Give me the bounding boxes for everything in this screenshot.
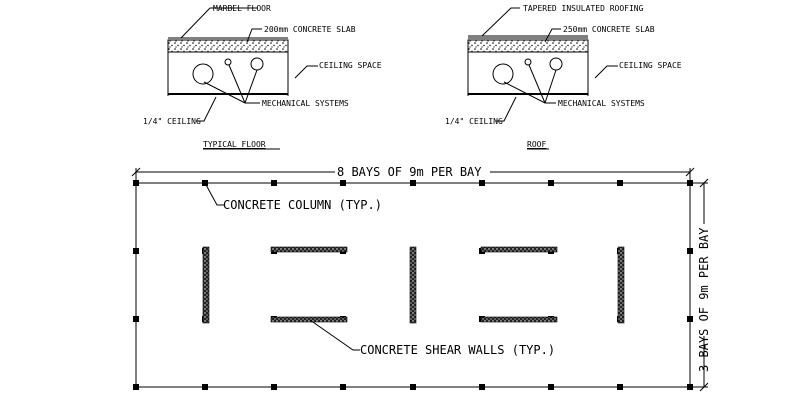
concrete-column	[340, 180, 346, 186]
concrete-shear-wall	[202, 246, 210, 324]
shear-walls-label: CONCRETE SHEAR WALLS (TYP.)	[360, 343, 555, 357]
roof-duct-small-icon	[549, 57, 563, 71]
typical-slab-label: 200mm CONCRETE SLAB	[264, 25, 356, 34]
concrete-column	[202, 384, 208, 390]
concrete-column	[548, 384, 554, 390]
concrete-shear-wall	[480, 246, 558, 253]
horizontal-bays-label: 8 BAYS OF 9m PER BAY	[337, 165, 482, 179]
typical-floor-finish-label: MARBEL FLOOR	[213, 4, 271, 13]
concrete-shear-wall	[270, 316, 348, 323]
concrete-column	[687, 384, 693, 390]
concrete-column	[133, 316, 139, 322]
roof-ceiling-space-label: CEILING SPACE	[619, 61, 682, 70]
concrete-column	[410, 384, 416, 390]
concrete-column	[133, 180, 139, 186]
concrete-shear-wall	[409, 246, 417, 324]
typical-floor-title: TYPICAL FLOOR	[203, 140, 266, 149]
typical-ceiling-label: 1/4" CEILING	[143, 117, 201, 126]
typical-mechanical-label: MECHANICAL SYSTEMS	[262, 99, 349, 108]
roof-slab-label: 250mm CONCRETE SLAB	[563, 25, 655, 34]
concrete-shear-wall	[270, 246, 348, 253]
concrete-column	[687, 316, 693, 322]
duct-small-icon	[250, 57, 264, 71]
roof-mechanical-label: MECHANICAL SYSTEMS	[558, 99, 645, 108]
roof-slab	[467, 39, 589, 53]
concrete-column	[410, 180, 416, 186]
roof-duct-large-icon	[492, 63, 514, 85]
typical-slab	[167, 39, 289, 53]
concrete-column	[548, 180, 554, 186]
concrete-column	[271, 180, 277, 186]
roof-roofing-label: TAPERED INSULATED ROOFING	[523, 4, 644, 13]
floor-plan: 8 BAYS OF 9m PER BAY 3 BAYS OF 9m PER BA…	[131, 165, 711, 392]
concrete-column	[271, 384, 277, 390]
concrete-column	[617, 180, 623, 186]
roof-ceiling-label: 1/4" CEILING	[445, 117, 503, 126]
concrete-column	[133, 384, 139, 390]
typical-ceiling-space-label: CEILING SPACE	[319, 61, 382, 70]
roof-title: ROOF	[527, 140, 546, 149]
vertical-bays-label: 3 BAYS OF 9m PER BAY	[697, 227, 711, 372]
pipe-icon	[224, 58, 232, 66]
concrete-shear-wall	[480, 316, 558, 323]
concrete-shear-wall	[617, 246, 625, 324]
concrete-column	[340, 384, 346, 390]
concrete-column	[133, 248, 139, 254]
concrete-column	[479, 384, 485, 390]
roof-pipe-icon	[524, 58, 532, 66]
typical-floor-section: MARBEL FLOOR 200mm CONCRETE SLAB CEILING…	[143, 4, 382, 150]
concrete-column	[617, 384, 623, 390]
concrete-column	[479, 180, 485, 186]
concrete-column	[687, 248, 693, 254]
concrete-column	[687, 180, 693, 186]
shear-walls	[202, 246, 625, 324]
concrete-column-label: CONCRETE COLUMN (TYP.)	[223, 198, 382, 212]
roof-section: TAPERED INSULATED ROOFING 250mm CONCRETE…	[445, 4, 682, 150]
duct-large-icon	[192, 63, 214, 85]
